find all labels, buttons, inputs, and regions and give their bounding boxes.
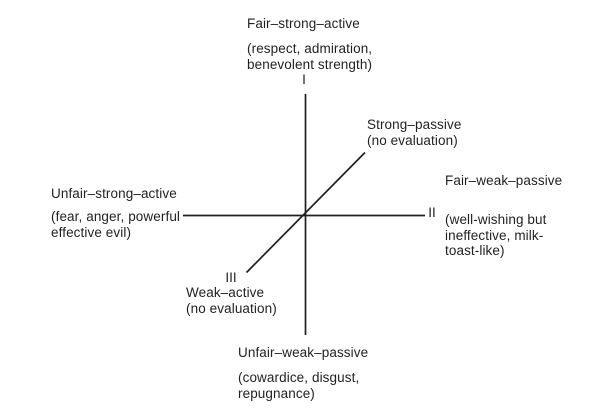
label-unfair-weak-passive: Unfair–weak–passive bbox=[238, 345, 369, 360]
strong-passive-title: Strong–passive bbox=[367, 117, 462, 132]
label-fair-weak-passive: Fair–weak–passive bbox=[445, 173, 563, 188]
description-fair-weak-passive: (well-wishing but ineffective, milk- toa… bbox=[445, 212, 547, 258]
weak-active-description: (no evaluation) bbox=[186, 300, 277, 316]
roman-numeral-III: III bbox=[225, 270, 237, 285]
description-unfair-weak-passive: (cowardice, disgust, repugnance) bbox=[238, 370, 360, 401]
diagonal-axis-line bbox=[245, 151, 366, 274]
roman-numeral-II: II bbox=[428, 205, 436, 220]
label-strong-passive: Strong–passive (no evaluation) bbox=[367, 117, 461, 148]
strong-passive-description: (no evaluation) bbox=[367, 132, 458, 148]
description-unfair-strong-active: (fear, anger, powerful effective evil) bbox=[51, 209, 181, 240]
roman-numeral-I: I bbox=[302, 72, 306, 87]
weak-active-title: Weak–active bbox=[186, 285, 265, 300]
label-fair-strong-active: Fair–strong–active bbox=[247, 16, 360, 31]
label-weak-active: Weak–active (no evaluation) bbox=[186, 285, 277, 316]
description-fair-strong-active: (respect, admiration, benevolent strengt… bbox=[247, 41, 373, 72]
label-unfair-strong-active: Unfair–strong–active bbox=[51, 186, 177, 201]
